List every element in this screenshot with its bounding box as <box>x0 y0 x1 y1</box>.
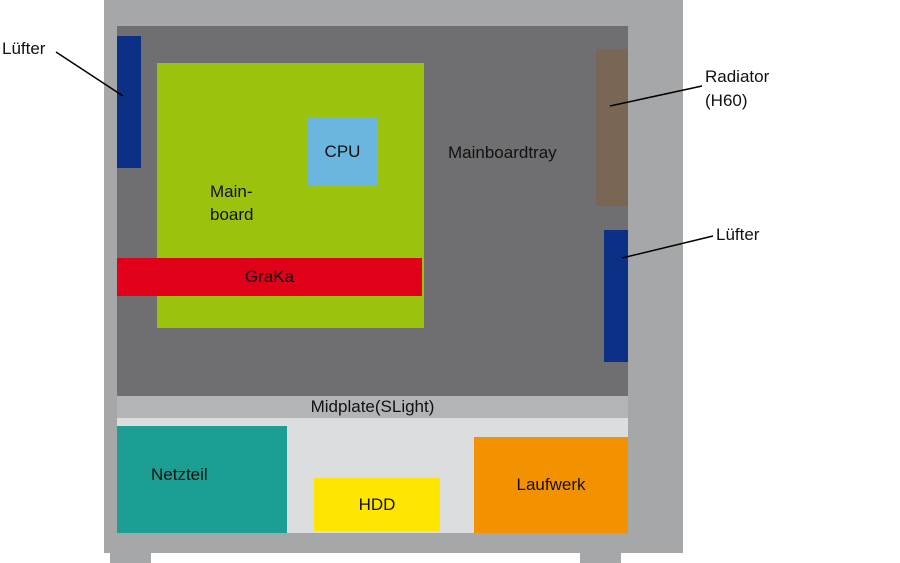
case-foot-left <box>110 553 151 563</box>
netzteil-label: Netzteil <box>151 465 208 484</box>
case-foot-right <box>580 553 621 563</box>
radiator-label-line1: Radiator <box>705 67 770 86</box>
graka-label: GraKa <box>244 267 295 286</box>
laufwerk-label: Laufwerk <box>516 475 586 494</box>
fan-left-label: Lüfter <box>2 39 46 58</box>
hdd-label: HDD <box>358 494 396 514</box>
laufwerk-block: Laufwerk <box>474 437 628 533</box>
mainboard-label-line2: board <box>210 205 254 224</box>
radiator <box>596 49 628 206</box>
graka-block: GraKa <box>117 258 422 296</box>
midplate: Midplate(SLight) <box>117 396 628 418</box>
fan-left <box>117 36 141 168</box>
cpu-label: CPU <box>324 141 361 161</box>
cpu-block: CPU <box>307 117 378 186</box>
mainboardtray-label: Mainboardtray <box>448 143 557 162</box>
hdd-block: HDD <box>314 478 440 531</box>
mainboard-label-line1: Main- <box>210 182 253 201</box>
radiator-label-line2: (H60) <box>705 91 748 110</box>
netzteil-block <box>117 426 287 533</box>
midplate-label: Midplate(SLight) <box>310 397 435 416</box>
fan-right-label: Lüfter <box>716 225 760 244</box>
fan-right <box>604 230 628 362</box>
